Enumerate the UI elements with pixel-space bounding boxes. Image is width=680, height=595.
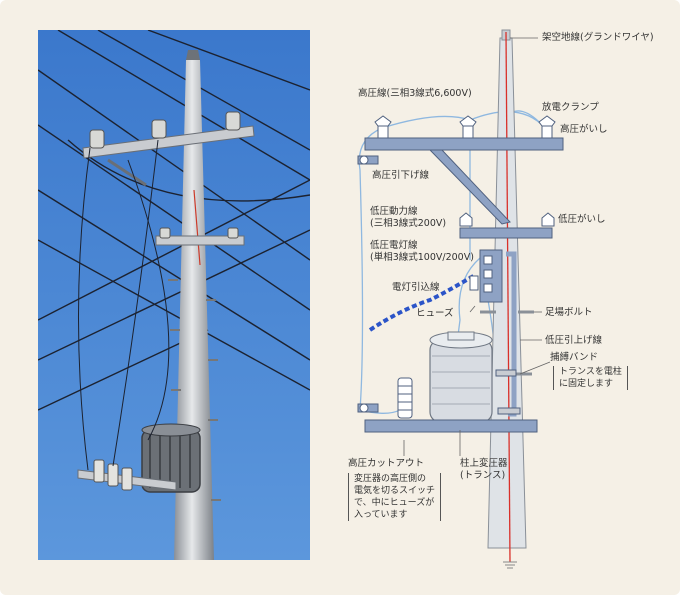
ground-wire-label: 架空地線(グランドワイヤ): [542, 32, 654, 43]
low-power-line-label: 低圧動力線: [370, 206, 418, 217]
cutout-note-line: 入っています: [354, 510, 408, 520]
step-bolt-label: 足場ボルト: [545, 307, 593, 318]
low-insulator-label: 低圧がいし: [558, 214, 606, 225]
transformer-sub-label: (トランス): [460, 470, 506, 481]
high-insulator-label: 高圧がいし: [560, 124, 608, 135]
cutout-label: 高圧カットアウト: [348, 458, 425, 469]
band-note: トランスを電柱 に固定します: [553, 366, 628, 390]
low-light-line-spec: (単相3線式100V/200V): [370, 252, 474, 263]
band-note-line: トランスを電柱: [559, 367, 622, 377]
cutout-note-line: で、中にヒューズが: [354, 498, 435, 508]
arc-clamp-label: 放電クランプ: [542, 102, 599, 113]
band-label: 捕縛バンド: [550, 352, 598, 363]
low-light-line-label: 低圧電灯線: [370, 240, 418, 251]
cutout-note-line: 変圧器の高圧側の: [354, 474, 427, 484]
high-voltage-line-label: 高圧線(三相3線式6,600V): [358, 88, 472, 99]
fuse-label: ヒューズ: [416, 308, 454, 319]
low-power-line-spec: (三相3線式200V): [370, 218, 447, 229]
pole-diagram: 架空地線(グランドワイヤ) 高圧線(三相3線式6,600V) 放電クランプ 高圧…: [320, 0, 680, 595]
high-drop-line-label: 高圧引下げ線: [372, 170, 430, 181]
low-riser-label: 低圧引上げ線: [545, 335, 603, 346]
cutout-note: 変圧器の高圧側の 電気を切るスイッチ で、中にヒューズが 入っています: [348, 473, 442, 521]
band-note-line: に固定します: [559, 379, 614, 389]
service-drop-label: 電灯引込線: [392, 282, 440, 293]
utility-pole-photo: [38, 30, 310, 560]
transformer-label: 柱上変圧器: [460, 458, 508, 469]
cutout-note-line: 電気を切るスイッチ: [354, 486, 436, 496]
